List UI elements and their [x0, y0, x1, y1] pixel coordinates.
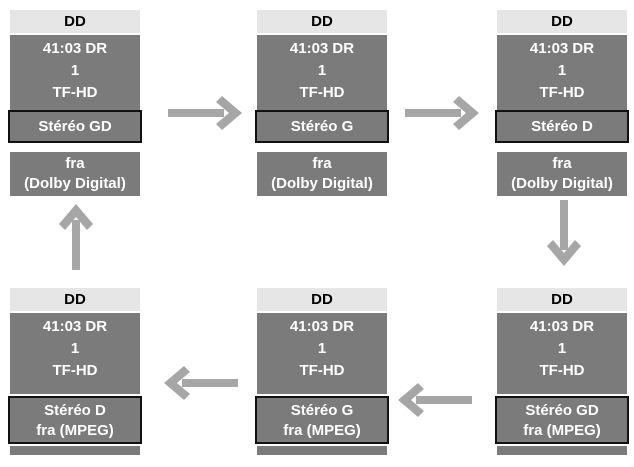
panel-number: 1	[557, 62, 567, 79]
language-format: (Dolby Digital)	[24, 175, 126, 192]
arrow-left-icon	[398, 383, 472, 417]
audio-mode-selected: Stéréo G fra (MPEG)	[255, 396, 389, 444]
panel-header: DD	[257, 10, 387, 33]
panel-number: 1	[557, 340, 567, 357]
panel-channel: TF-HD	[52, 362, 98, 379]
language-format: (Dolby Digital)	[271, 175, 373, 192]
panel-divider-strip	[497, 385, 627, 394]
panel-time: 41:03 DR	[42, 40, 108, 57]
panel-info: 41:03 DR 1 TF-HD	[257, 313, 387, 392]
audio-mode-label: Stéréo GD	[525, 402, 599, 419]
language-label: fra (MPEG)	[36, 422, 114, 439]
audio-mode-selected: Stéréo D	[495, 110, 629, 143]
panel-channel: TF-HD	[52, 84, 98, 101]
panel-number: 1	[317, 340, 327, 357]
arrow-right-icon	[168, 96, 242, 130]
panel-time: 41:03 DR	[289, 318, 355, 335]
audio-mode-label: Stéréo D	[44, 402, 106, 419]
panel-language: fra (Dolby Digital)	[257, 152, 387, 196]
panel-divider-strip	[10, 446, 140, 455]
arrow-left-icon	[164, 366, 238, 400]
audio-mode-selected: Stéréo GD	[8, 110, 142, 143]
panel-number: 1	[317, 62, 327, 79]
panel-number: 1	[70, 340, 80, 357]
panel-divider-strip	[497, 446, 627, 455]
panel-info: 41:03 DR 1 TF-HD	[257, 35, 387, 114]
language-code: fra	[312, 155, 332, 172]
audio-mode-selected: Stéréo GD fra (MPEG)	[495, 396, 629, 444]
panel-info: 41:03 DR 1 TF-HD	[497, 35, 627, 114]
panel-time: 41:03 DR	[289, 40, 355, 57]
panel-language: fra (Dolby Digital)	[497, 152, 627, 196]
panel-header: DD	[257, 288, 387, 311]
panel-time: 41:03 DR	[42, 318, 108, 335]
panel-channel: TF-HD	[539, 362, 585, 379]
audio-mode-selected: Stéréo G	[255, 110, 389, 143]
panel-info: 41:03 DR 1 TF-HD	[10, 35, 140, 114]
panel-header: DD	[10, 10, 140, 33]
language-format: (Dolby Digital)	[511, 175, 613, 192]
language-label: fra (MPEG)	[523, 422, 601, 439]
panel-info: 41:03 DR 1 TF-HD	[10, 313, 140, 392]
panel-divider-strip	[10, 385, 140, 394]
panel-time: 41:03 DR	[529, 40, 595, 57]
language-label: fra (MPEG)	[283, 422, 361, 439]
arrow-down-icon	[547, 200, 581, 266]
panel-language: fra (Dolby Digital)	[10, 152, 140, 196]
audio-mode-label: Stéréo G	[290, 402, 354, 419]
panel-channel: TF-HD	[299, 84, 345, 101]
panel-time: 41:03 DR	[529, 318, 595, 335]
language-code: fra	[65, 155, 85, 172]
panel-divider-strip	[257, 446, 387, 455]
panel-header: DD	[497, 288, 627, 311]
panel-header: DD	[497, 10, 627, 33]
panel-channel: TF-HD	[539, 84, 585, 101]
audio-mode-selected: Stéréo D fra (MPEG)	[8, 396, 142, 444]
arrow-up-icon	[59, 204, 93, 270]
panel-info: 41:03 DR 1 TF-HD	[497, 313, 627, 392]
language-code: fra	[552, 155, 572, 172]
panel-number: 1	[70, 62, 80, 79]
panel-channel: TF-HD	[299, 362, 345, 379]
panel-header: DD	[10, 288, 140, 311]
panel-divider-strip	[257, 385, 387, 394]
arrow-right-icon	[405, 96, 479, 130]
